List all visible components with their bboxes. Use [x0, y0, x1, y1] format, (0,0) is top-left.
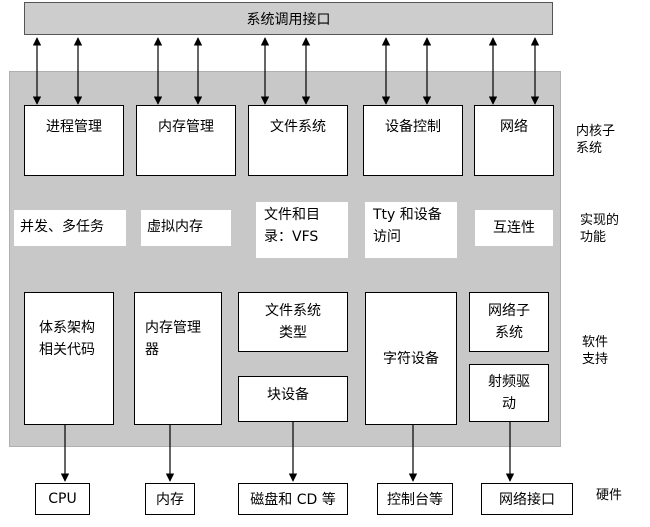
- side-label-line: 系统: [576, 141, 603, 156]
- label-implemented-functions: 实现的 功能: [580, 212, 619, 246]
- function-label: 并发、多任务: [20, 219, 104, 235]
- software-memory-manager: 内存管理 器: [134, 292, 222, 425]
- subsystem-label: 网络: [500, 119, 528, 135]
- software-arch-code: 体系架构 相关代码: [24, 292, 114, 425]
- system-call-interface: 系统调用接口: [24, 2, 553, 35]
- hardware-label: 磁盘和 CD 等: [250, 492, 336, 508]
- subsystem-device-control: 设备控制: [363, 105, 463, 176]
- side-label-line: 软件: [582, 335, 609, 350]
- function-tty: Tty 和设备访问: [365, 202, 457, 258]
- subsystem-label: 进程管理: [46, 119, 102, 135]
- function-label: 文件和目录：VFS: [264, 207, 320, 245]
- software-filesystem-types: 文件系统 类型: [238, 292, 348, 352]
- label-kernel-subsystems: 内核子 系统: [576, 123, 615, 157]
- software-label: 系统: [495, 325, 523, 341]
- function-vfs: 文件和目录：VFS: [256, 202, 348, 258]
- hardware-console: 控制台等: [377, 483, 453, 515]
- software-label: 网络子: [488, 303, 530, 319]
- software-label: 动: [502, 396, 516, 412]
- software-label: 器: [145, 342, 159, 358]
- hardware-label: CPU: [48, 491, 77, 507]
- subsystem-process-mgmt: 进程管理: [24, 105, 124, 176]
- subsystem-label: 内存管理: [158, 119, 214, 135]
- software-rf-driver: 射频驱 动: [469, 364, 549, 422]
- software-label: 内存管理: [145, 320, 201, 336]
- function-concurrency: 并发、多任务: [14, 210, 126, 246]
- side-label-line: 内核子: [576, 124, 616, 139]
- function-label: Tty 和设备访问: [373, 207, 442, 245]
- function-label: 虚拟内存: [147, 219, 203, 235]
- side-label-line: 支持: [582, 352, 609, 367]
- side-label-line: 实现的: [580, 213, 620, 228]
- hardware-network-interface: 网络接口: [481, 483, 573, 515]
- software-label: 块设备: [267, 387, 309, 403]
- side-label-line: 功能: [580, 230, 607, 245]
- hardware-cpu: CPU: [35, 483, 90, 515]
- side-label-line: 硬件: [596, 488, 623, 503]
- software-label: 字符设备: [383, 350, 439, 367]
- function-virtual-memory: 虚拟内存: [141, 210, 231, 246]
- hardware-label: 内存: [156, 492, 184, 508]
- software-net-subsystem: 网络子 系统: [469, 292, 549, 352]
- subsystem-label: 文件系统: [270, 119, 326, 135]
- subsystem-filesystem: 文件系统: [248, 105, 348, 176]
- subsystem-label: 设备控制: [385, 119, 441, 135]
- hardware-label: 控制台等: [387, 492, 443, 508]
- label-software-support: 软件 支持: [582, 334, 608, 368]
- subsystem-memory-mgmt: 内存管理: [136, 105, 236, 176]
- hardware-disk: 磁盘和 CD 等: [238, 483, 348, 515]
- software-label: 文件系统: [265, 303, 321, 319]
- software-label: 类型: [279, 325, 307, 341]
- subsystem-network: 网络: [474, 105, 554, 176]
- label-hardware: 硬件: [596, 487, 622, 504]
- software-label: 体系架构: [39, 320, 95, 336]
- hardware-label: 网络接口: [499, 492, 555, 508]
- software-char-device: 字符设备: [365, 292, 457, 425]
- system-call-interface-label: 系统调用接口: [246, 11, 331, 28]
- software-block-device: 块设备: [238, 376, 348, 422]
- function-interconnect: 互连性: [475, 210, 553, 246]
- function-label: 互连性: [493, 220, 535, 236]
- software-label: 相关代码: [39, 342, 95, 358]
- hardware-memory: 内存: [145, 483, 195, 515]
- software-label: 射频驱: [488, 374, 530, 390]
